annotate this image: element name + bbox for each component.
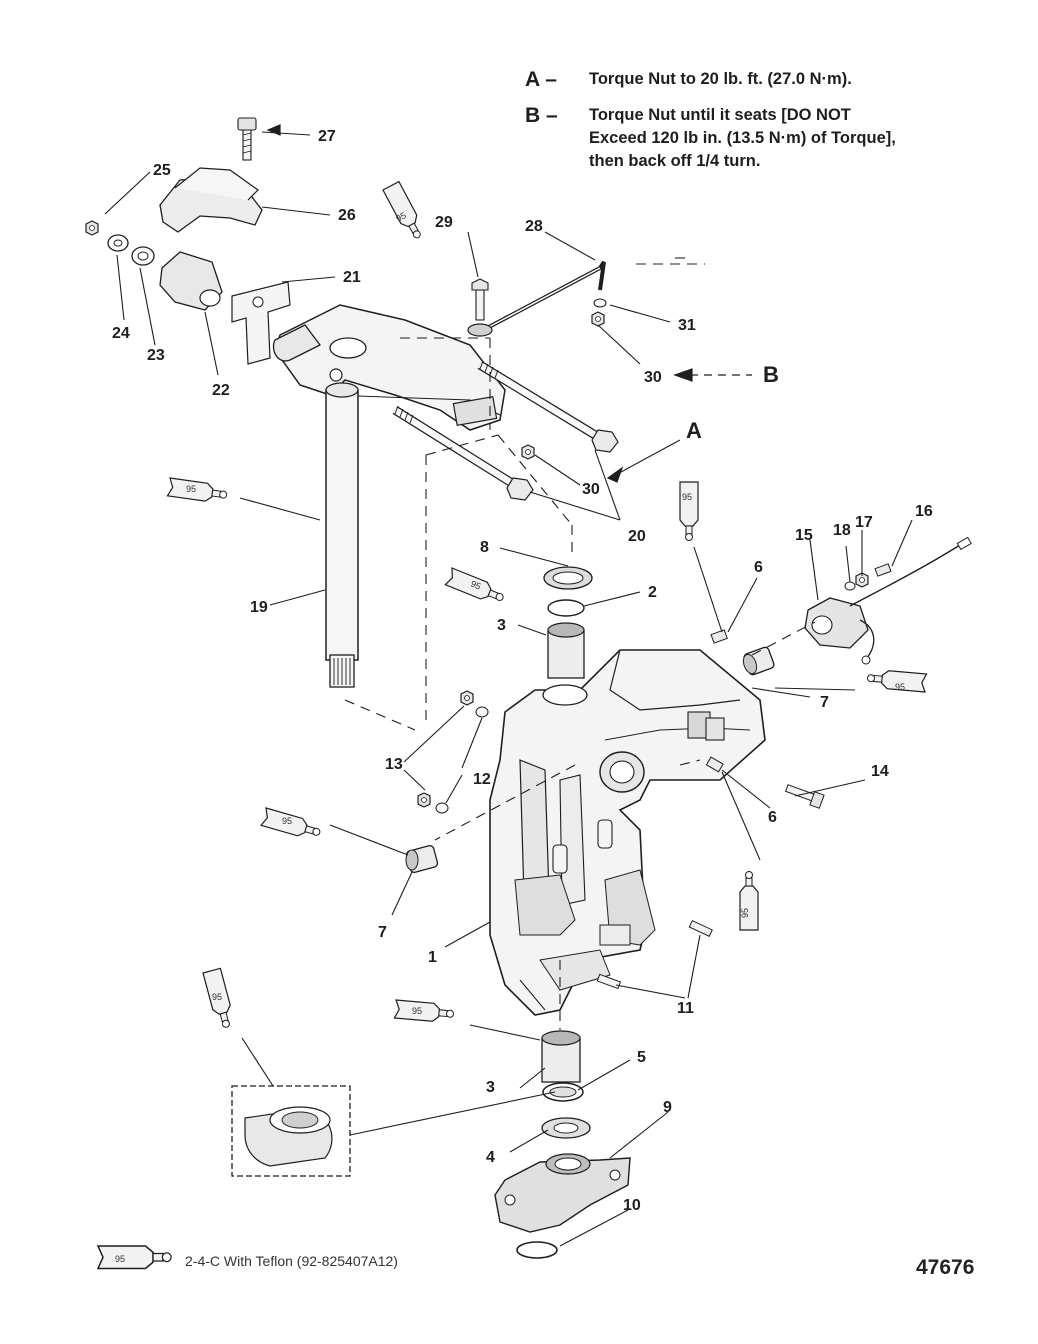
callout-15: 15 [795, 527, 813, 544]
callout-22: 22 [212, 382, 230, 399]
callout-27: 27 [318, 128, 336, 145]
marker-b: B [763, 362, 779, 387]
leader-lines [104, 131, 913, 1247]
callout-2: 2 [648, 584, 657, 601]
trim-sender [804, 536, 972, 665]
steering-shaft [325, 382, 359, 688]
callout-28: 28 [525, 218, 543, 235]
marker-a: A [686, 418, 702, 443]
lubricant-legend-text: 2-4-C With Teflon (92-825407A12) [185, 1253, 398, 1269]
callout-7: 7 [378, 924, 387, 941]
callout-1: 1 [428, 949, 437, 966]
lower-bearing-parts [494, 1030, 631, 1259]
callout-30: 30 [644, 369, 662, 386]
upper-bearing-parts [543, 566, 593, 679]
legend-tag: 95 [115, 1254, 125, 1264]
tube-tag: 95 [469, 579, 482, 592]
callout-3: 3 [486, 1079, 495, 1096]
torque-notes: A – Torque Nut to 20 lb. ft. (27.0 N·m).… [525, 68, 896, 186]
seal-inset [231, 1085, 351, 1177]
callout-19: 19 [250, 599, 268, 616]
tube-tag: 95 [186, 484, 196, 494]
callout-26: 26 [338, 207, 356, 224]
note-a: A – Torque Nut to 20 lb. ft. (27.0 N·m). [525, 68, 896, 91]
callout-20: 20 [628, 528, 646, 545]
callout-18: 18 [833, 522, 851, 539]
callout-14: 14 [871, 763, 889, 780]
tube-tag: 95 [212, 992, 222, 1002]
callout-24: 24 [112, 325, 130, 342]
callout-9: 9 [663, 1099, 672, 1116]
swivel-bracket [489, 649, 766, 1016]
callout-10: 10 [623, 1197, 641, 1214]
lubricant-tube-tags: 95 95 95 95 95 95 95 95 95 [186, 210, 905, 1016]
figure-number: 47676 [916, 1256, 975, 1279]
callout-8: 8 [480, 539, 489, 556]
note-a-text: Torque Nut to 20 lb. ft. (27.0 N·m). [589, 70, 852, 88]
clamp-assembly [85, 117, 291, 365]
callout-4: 4 [486, 1149, 495, 1166]
callout-13: 13 [385, 756, 403, 773]
tube-tag: 95 [394, 210, 408, 224]
callout-11: 11 [677, 1000, 694, 1017]
callout-12: 12 [473, 771, 491, 788]
callout-30: 30 [582, 481, 600, 498]
callout-21: 21 [343, 269, 361, 286]
callout-16: 16 [915, 503, 933, 520]
steering-arm-assembly [272, 260, 619, 501]
callout-numbers: 1 2 3 3 4 5 6 6 7 7 8 9 10 11 12 13 14 1… [112, 128, 933, 1214]
note-a-key: A – [525, 68, 557, 91]
callout-arrows [266, 124, 752, 483]
tube-tag: 95 [740, 908, 750, 918]
callout-29: 29 [435, 214, 453, 231]
callout-17: 17 [855, 514, 873, 531]
note-b: B – Torque Nut until it seats [DO NOT Ex… [525, 104, 896, 173]
tube-tag: 95 [895, 682, 905, 692]
callout-5: 5 [637, 1049, 646, 1066]
tube-tag: 95 [682, 492, 692, 502]
callout-3: 3 [497, 617, 506, 634]
callout-25: 25 [153, 162, 171, 179]
callout-31: 31 [678, 317, 696, 334]
callout-7: 7 [820, 694, 829, 711]
tube-tag: 95 [282, 816, 292, 826]
callout-6: 6 [768, 809, 777, 826]
fasteners [405, 629, 825, 990]
tube-tag: 95 [412, 1006, 422, 1016]
callout-23: 23 [147, 347, 165, 364]
legend-tube: 95 [97, 1245, 172, 1270]
callout-6: 6 [754, 559, 763, 576]
note-b-key: B – [525, 104, 558, 127]
assembly-dashed-lines [344, 263, 816, 1030]
note-b-text: Torque Nut until it seats [DO NOT Exceed… [589, 106, 896, 170]
